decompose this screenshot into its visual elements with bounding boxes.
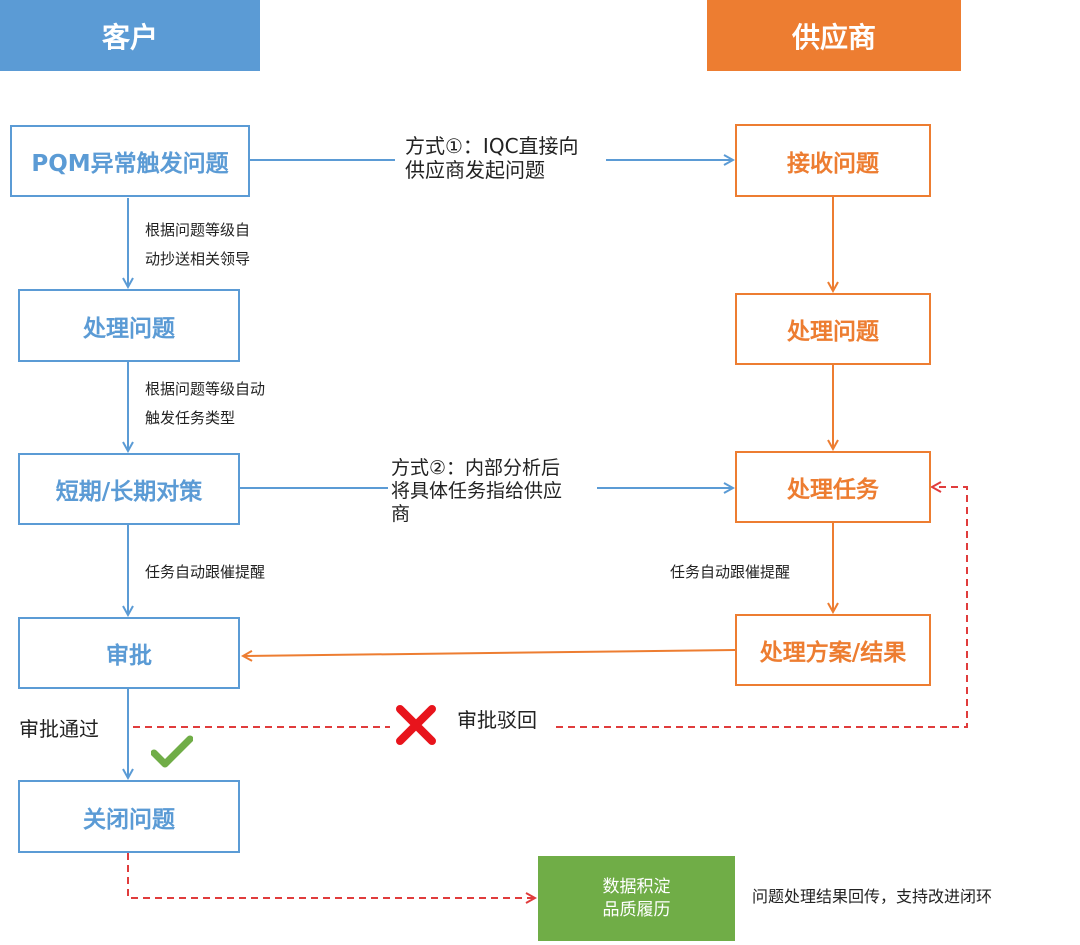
reminder-label-left: 任务自动跟催提醒 (145, 563, 266, 581)
check-icon (151, 735, 193, 768)
step-customer-process: 处理问题 (18, 289, 240, 362)
reminder-label-right: 任务自动跟催提醒 (670, 563, 791, 581)
cc-leaders-label: 根据问题等级自 动抄送相关领导 (145, 221, 251, 268)
result-box: 数据积淀 品质履历 (538, 856, 735, 941)
step-countermeasure: 短期/长期对策 (18, 453, 240, 525)
task-type-label: 根据问题等级自动 触发任务类型 (145, 380, 266, 427)
rejected-label: 审批驳回 (457, 708, 537, 732)
method2-label: 方式②：内部分析后 将具体任务指给供应 商 (391, 457, 563, 525)
step-supplier-process: 处理问题 (735, 293, 931, 365)
connector-close-to-result (127, 853, 535, 898)
step-close: 关闭问题 (18, 780, 240, 853)
supplier-lane-header: 供应商 (707, 0, 961, 71)
result-line1: 数据积淀 (602, 876, 671, 897)
connector-solution-to-approve (243, 649, 736, 656)
customer-lane-header: 客户 (0, 0, 260, 71)
step-task: 处理任务 (735, 451, 931, 523)
step-solution: 处理方案/结果 (735, 614, 931, 686)
method1-label: 方式①：IQC直接向 供应商发起问题 (405, 134, 579, 182)
step-pqm-trigger: PQM异常触发问题 (10, 125, 250, 197)
step-approve: 审批 (18, 617, 240, 689)
result-line2: 品质履历 (602, 899, 671, 920)
feedback-label: 问题处理结果回传，支持改进闭环 (752, 887, 993, 906)
cross-icon (396, 705, 436, 745)
step-receive: 接收问题 (735, 124, 931, 197)
approved-label: 审批通过 (19, 717, 99, 741)
